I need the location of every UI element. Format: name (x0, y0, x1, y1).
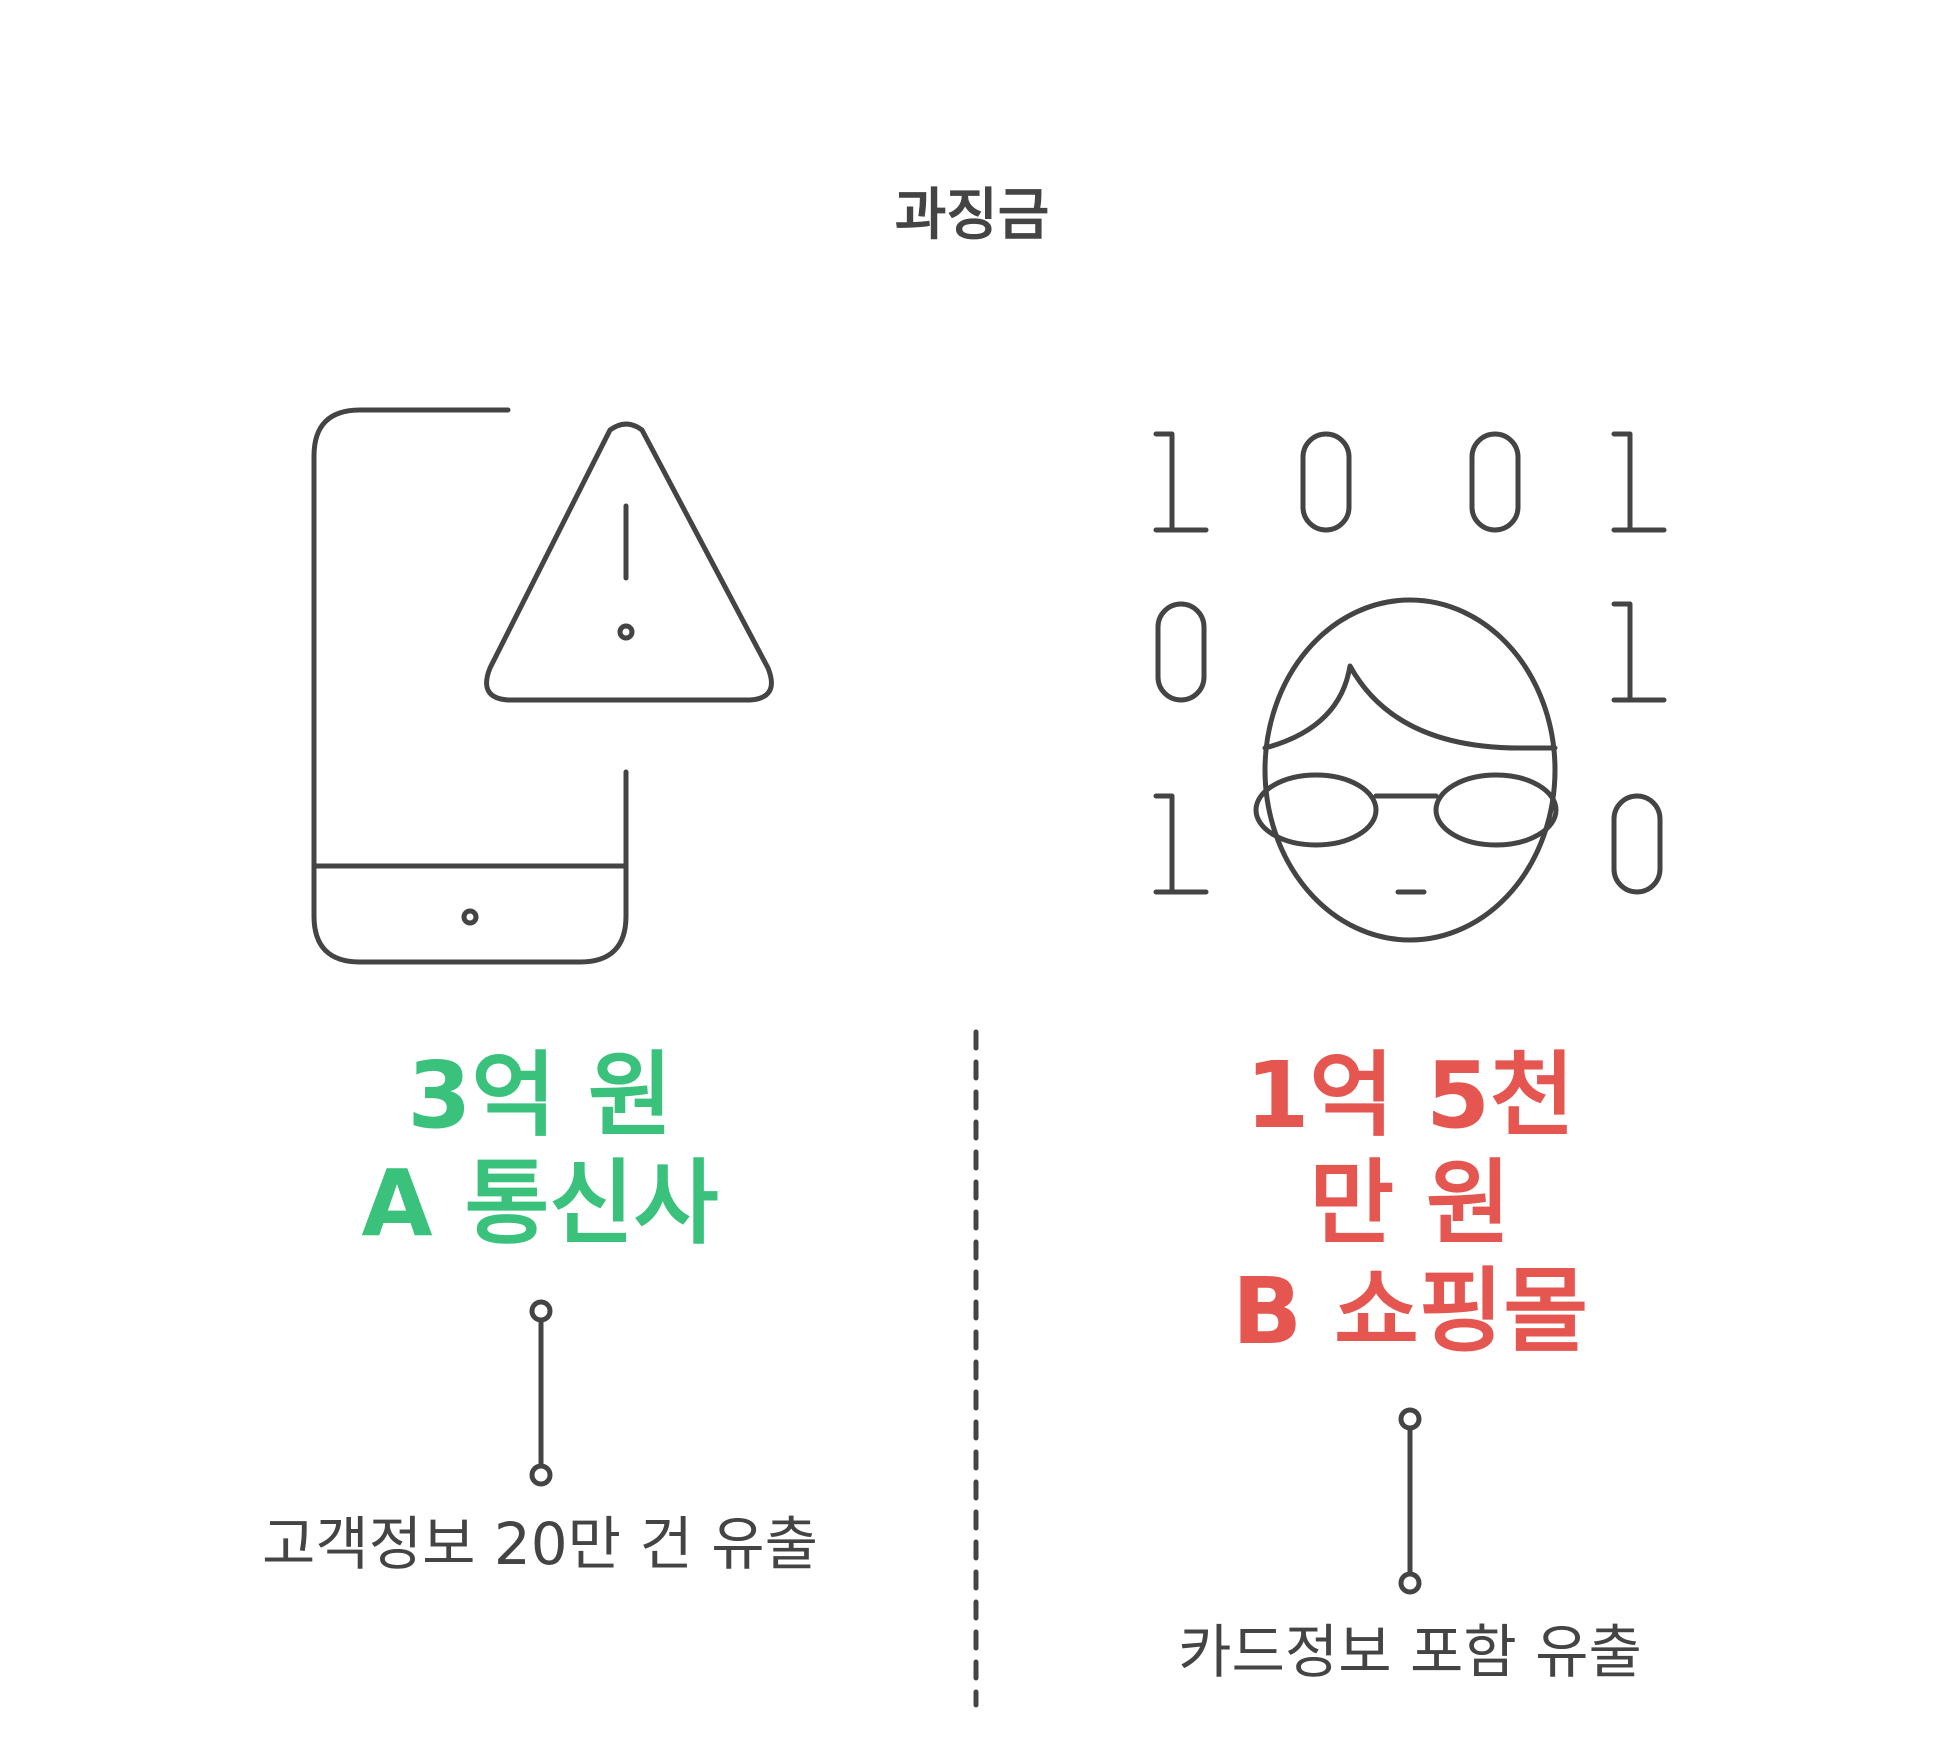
warning-triangle (484, 421, 774, 703)
left-connector (529, 1299, 553, 1487)
hacker-binary-icon (1153, 431, 1667, 943)
phone-warning-icon (311, 407, 774, 965)
left-description: 고객정보 20만 건 유출 (262, 1510, 818, 1578)
glasses-right-lens (1433, 772, 1559, 848)
face-hair (1262, 663, 1558, 751)
binary-one (1611, 601, 1667, 703)
face-outline (1262, 597, 1558, 943)
right-fine-amount: 1억 5천 만 원 B 쇼핑몰 (1231, 1042, 1589, 1365)
page-title: 과징금 (894, 183, 1050, 248)
binary-zero (1300, 431, 1352, 533)
binary-zero (1611, 793, 1663, 895)
glasses-left-lens (1253, 772, 1379, 848)
right-connector (1398, 1407, 1422, 1595)
phone-body (311, 407, 629, 965)
right-description: 카드정보 포함 유출 (1178, 1618, 1642, 1686)
binary-one (1611, 431, 1667, 533)
binary-one (1153, 431, 1209, 533)
warning-exclamation-dot (617, 623, 635, 641)
binary-zero (1469, 431, 1521, 533)
left-fine-amount: 3억 원 A 통신사 (361, 1042, 719, 1257)
binary-zero (1155, 601, 1207, 703)
binary-one (1153, 793, 1209, 895)
phone-home-button (461, 908, 479, 926)
